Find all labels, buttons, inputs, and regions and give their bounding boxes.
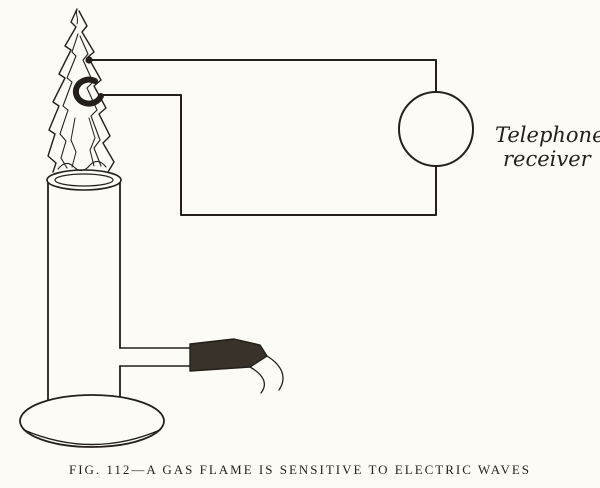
wire-bottom: [100, 94, 437, 216]
gas-hose-curve-outer: [266, 355, 284, 391]
electrode-loop: [72, 76, 104, 107]
flame-outline-left: [47, 8, 78, 173]
flame-inner-right: [79, 35, 102, 167]
electrode-dot: [85, 56, 93, 64]
receiver-label-line2: receiver: [503, 147, 593, 171]
burner-base-bottom-edge: [23, 429, 161, 446]
gas-flame: [47, 8, 115, 173]
flame-core-right: [88, 117, 96, 167]
flame-core-left: [70, 117, 77, 168]
gas-inlet: [119, 338, 284, 394]
telephone-receiver-circle: [398, 91, 474, 167]
burner-rim-inner: [54, 173, 114, 187]
burner-rim-outer: [46, 169, 122, 191]
wire-top: [91, 59, 437, 93]
figure-caption: FIG. 112—A GAS FLAME IS SENSITIVE TO ELE…: [69, 462, 531, 477]
burner: [19, 169, 165, 448]
gas-hose-curve-inner: [249, 366, 265, 394]
receiver-label-line1: Telephone: [495, 123, 600, 147]
flame-tip-wisp: [75, 8, 79, 25]
gas-hose-nozzle: [189, 338, 268, 372]
burner-base: [19, 394, 165, 448]
flame-outline-right: [78, 10, 115, 173]
flame-inner-left: [59, 33, 79, 169]
